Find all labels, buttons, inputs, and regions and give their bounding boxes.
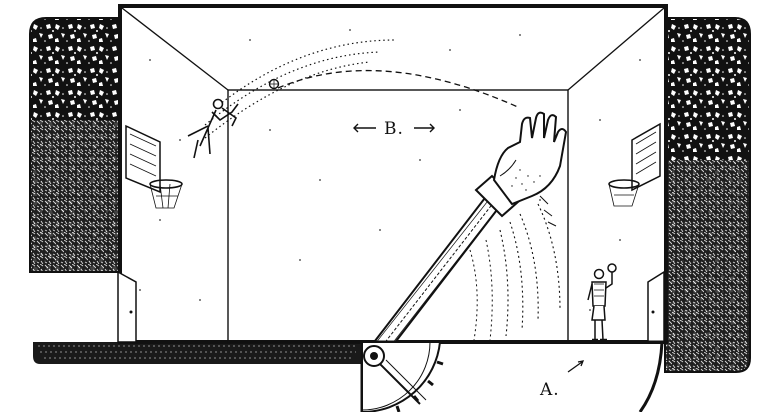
label-a: A. <box>540 380 560 400</box>
floor-band <box>33 342 362 364</box>
crowd-right <box>664 17 751 373</box>
basketball-hoop-icon <box>608 122 661 207</box>
basketball-icon <box>268 78 280 90</box>
label-b: B. <box>384 119 404 139</box>
crowd-left <box>29 17 123 273</box>
basketball-hoop-icon <box>125 124 183 209</box>
gym-room <box>118 4 668 344</box>
jumping-player-icon <box>187 98 239 159</box>
door-right <box>647 270 665 343</box>
trajectory-lines <box>204 39 521 139</box>
motion-lines <box>469 195 561 341</box>
hand-icon <box>492 111 568 206</box>
direction-arrows <box>353 123 435 133</box>
player-icon <box>587 263 617 342</box>
door-left <box>117 270 137 343</box>
gear-icon <box>361 340 446 412</box>
